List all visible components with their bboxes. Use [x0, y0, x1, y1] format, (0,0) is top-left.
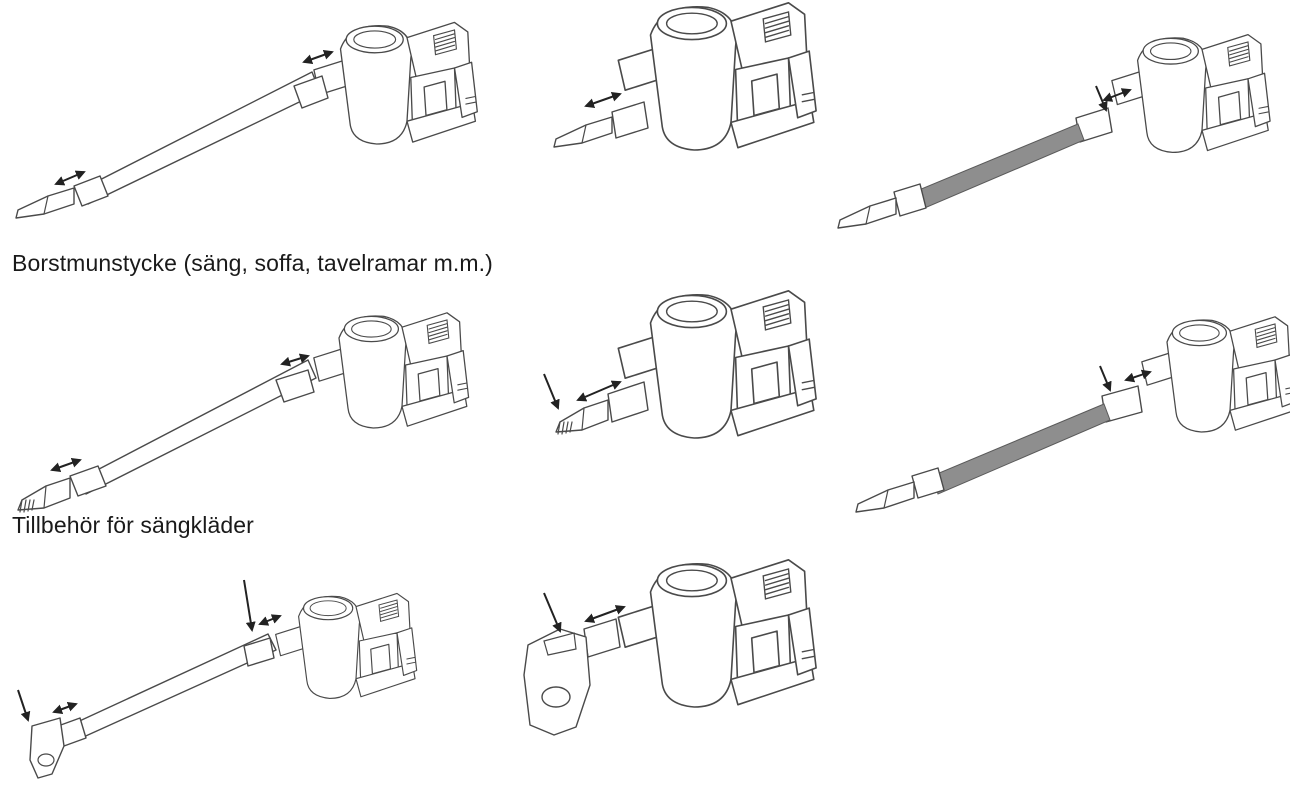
crevice-direct-illustration [520, 0, 817, 200]
down-arrow-icon [1099, 365, 1112, 392]
double-arrow-icon [258, 614, 282, 626]
double-arrow-icon [584, 91, 622, 109]
double-arrow-icon [1102, 88, 1132, 102]
down-arrow-icon [243, 579, 256, 632]
down-arrow-icon [543, 373, 560, 410]
down-arrow-icon [543, 592, 562, 633]
crevice-tube-illustration [12, 0, 478, 225]
double-arrow-icon [576, 380, 622, 402]
section-title-bedding-attachment: Tillbehör för sängkläder [12, 512, 254, 538]
double-arrow-icon [584, 605, 626, 623]
down-arrow-icon [1095, 85, 1108, 112]
section-title-brush-nozzle: Borstmunstycke (säng, soffa, tavelramar … [12, 250, 493, 276]
double-arrow-icon [54, 170, 86, 186]
double-arrow-icon [302, 49, 334, 65]
brush-direct-illustration [520, 289, 817, 490]
brush-tube-illustration [12, 300, 472, 513]
brush-hose-illustration [850, 300, 1290, 513]
double-arrow-icon [280, 353, 310, 367]
double-arrow-icon [52, 702, 78, 714]
down-arrow-icon [17, 689, 31, 722]
double-arrow-icon [1124, 369, 1152, 383]
double-arrow-icon [50, 457, 82, 473]
bedding-direct-illustration [520, 545, 820, 780]
bedding-tube-illustration [12, 550, 472, 780]
crevice-hose-illustration [837, 10, 1271, 230]
